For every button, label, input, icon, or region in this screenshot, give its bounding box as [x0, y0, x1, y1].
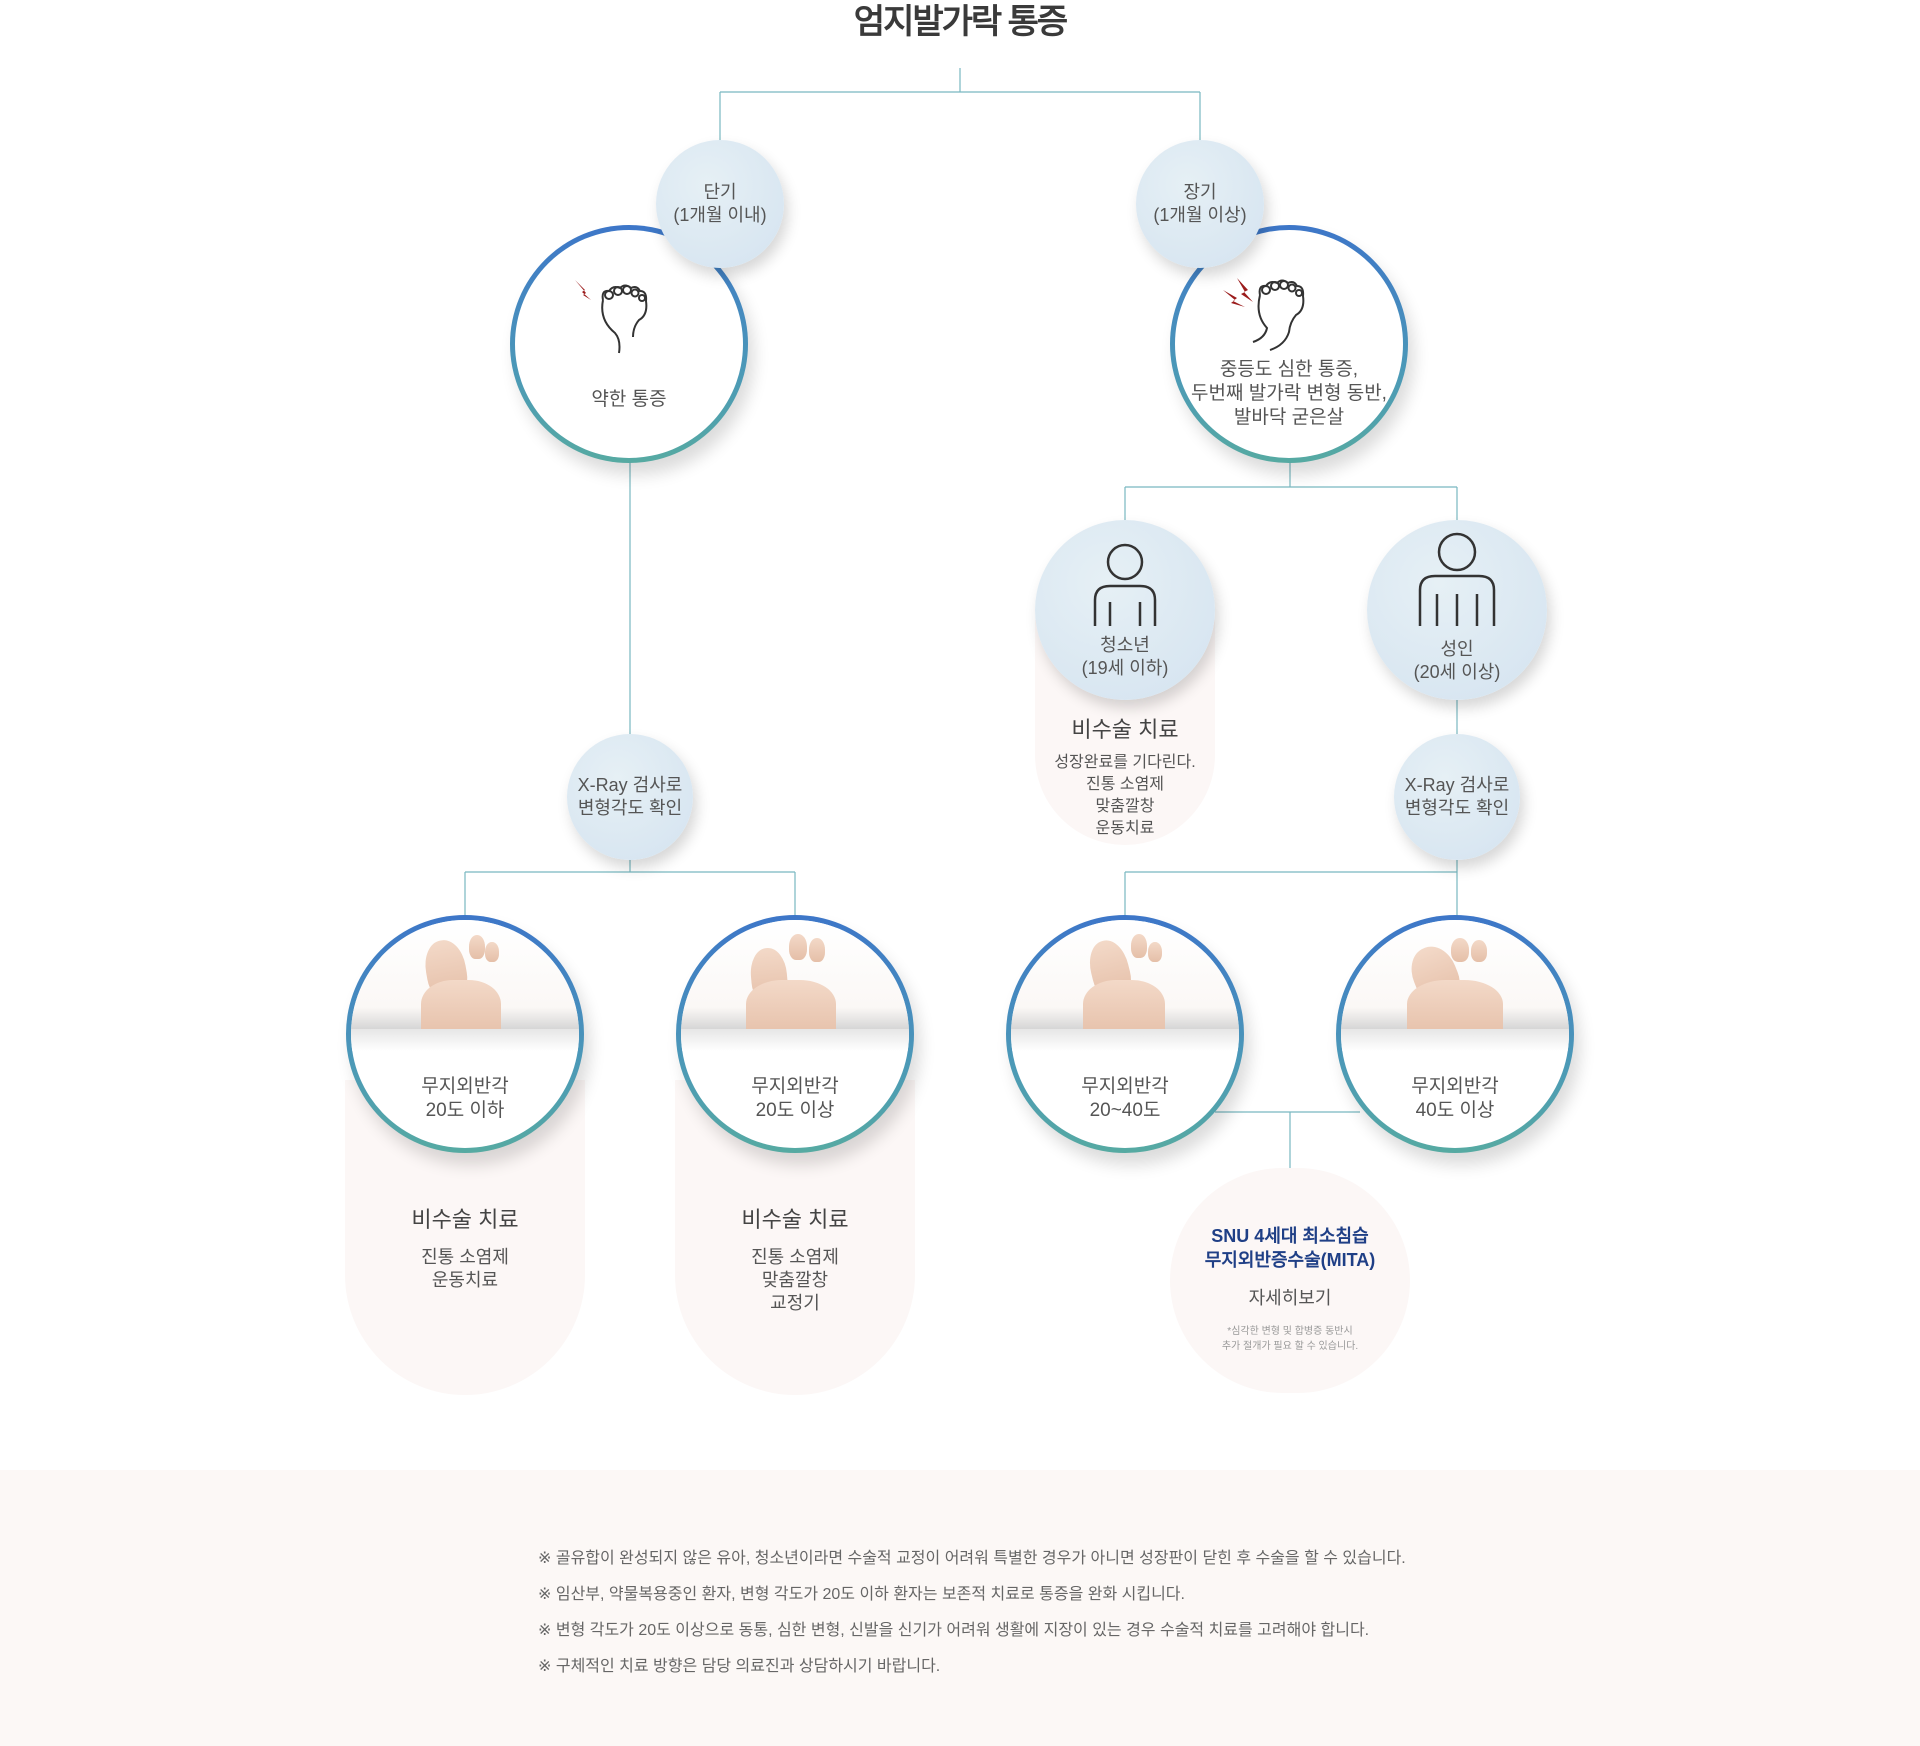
short-term-period: (1개월 이내): [673, 205, 767, 225]
connector-lines: [464, 68, 1458, 1168]
person-icon: [1415, 530, 1499, 630]
treatment-list-2: 진통 소염제 맞춤깔창 교정기: [675, 1246, 915, 1315]
angle-label: 무지외반각 40도 이상: [1341, 1075, 1569, 1123]
page-title: 엄지발가락 통증: [853, 3, 1068, 41]
treatment-item: 맞춤깔창: [761, 1270, 829, 1290]
xray-label: X-Ray 검사로: [577, 775, 683, 795]
angle-value: 20도 이상: [755, 1100, 835, 1121]
treatment-item: 운동치료: [431, 1270, 499, 1290]
angle-title: 무지외반각: [421, 1076, 509, 1097]
adult-age: (20세 이상): [1413, 662, 1501, 682]
long-term-label: 장기: [1183, 182, 1217, 202]
teen-treatment-title: 비수술 치료: [1071, 717, 1179, 742]
adult-bubble: 성인 (20세 이상): [1367, 520, 1547, 700]
xray-left-bubble: X-Ray 검사로 변형각도 확인: [567, 734, 693, 860]
treatment-title-1: 비수술 치료: [411, 1207, 519, 1232]
severe-pain-circle: 중등도 심한 통증, 두번째 발가락 변형 동반, 발바닥 굳은살: [1170, 225, 1408, 463]
angle-title: 무지외반각: [1411, 1076, 1499, 1097]
surgery-info: SNU 4세대 최소침습 무지외반증수술(MITA) 자세히보기 *심각한 변형…: [1170, 1224, 1410, 1354]
teen-bubble: 청소년 (19세 이하): [1035, 520, 1215, 700]
treatment-item: 맞춤깔창: [1095, 798, 1155, 815]
angle-circle-1: 무지외반각 20도 이하: [346, 915, 584, 1153]
foot-photo: [681, 920, 909, 1040]
severe-pain-line: 발바닥 굳은살: [1233, 407, 1345, 428]
notes-section: ※ 골유합이 완성되지 않은 유아, 청소년이라면 수술적 교정이 어려워 특별…: [0, 1470, 1920, 1746]
person-icon: [1090, 540, 1160, 630]
treatment-title-2: 비수술 치료: [741, 1207, 849, 1232]
surgery-note: 추가 절개가 필요 할 수 있습니다.: [1221, 1341, 1359, 1352]
severe-pain-line: 중등도 심한 통증,: [1219, 359, 1359, 380]
details-link[interactable]: 자세히보기: [1248, 1288, 1332, 1308]
foot-photo: [1341, 920, 1569, 1040]
note-item: ※ 골유합이 완성되지 않은 유아, 청소년이라면 수술적 교정이 어려워 특별…: [538, 1550, 1406, 1567]
teen-age: (19세 이하): [1081, 658, 1169, 678]
surgery-panel: [1170, 1168, 1410, 1393]
treatment-list-1: 진통 소염제 운동치료: [345, 1246, 585, 1292]
adult-label: 성인: [1440, 639, 1474, 659]
teen-treatment-list: 성장완료를 기다린다. 진통 소염제 맞춤깔창 운동치료: [1035, 752, 1215, 840]
severe-pain-label: 중등도 심한 통증, 두번째 발가락 변형 동반, 발바닥 굳은살: [1175, 358, 1403, 430]
angle-circle-2: 무지외반각 20도 이상: [676, 915, 914, 1153]
foot-photo: [1011, 920, 1239, 1040]
treatment-item: 진통 소염제: [751, 1247, 839, 1267]
angle-value: 40도 이상: [1415, 1100, 1495, 1121]
treatment-item: 진통 소염제: [421, 1247, 509, 1267]
teen-label: 청소년: [1100, 635, 1150, 655]
note-item: ※ 구체적인 치료 방향은 담당 의료진과 상담하시기 바랍니다.: [538, 1658, 941, 1675]
angle-value: 20~40도: [1089, 1100, 1161, 1121]
angle-title: 무지외반각: [751, 1076, 839, 1097]
xray-label: 변형각도 확인: [1404, 798, 1510, 818]
angle-circle-4: 무지외반각 40도 이상: [1336, 915, 1574, 1153]
treatment-item: 운동치료: [1095, 820, 1155, 837]
treatment-item: 진통 소염제: [1085, 776, 1165, 793]
surgery-title: 무지외반증수술(MITA): [1204, 1250, 1376, 1270]
note-item: ※ 임산부, 약물복용중인 환자, 변형 각도가 20도 이하 환자는 보존적 …: [538, 1586, 1185, 1603]
surgery-note: *심각한 변형 및 합병증 동반시: [1227, 1326, 1353, 1337]
mild-pain-label: 약한 통증: [591, 389, 667, 410]
mild-pain-circle: 약한 통증: [510, 225, 748, 463]
treatment-item: 교정기: [770, 1293, 820, 1313]
treatment-item: 성장완료를 기다린다.: [1054, 754, 1196, 771]
xray-label: X-Ray 검사로: [1404, 775, 1510, 795]
angle-circle-3: 무지외반각 20~40도: [1006, 915, 1244, 1153]
foot-photo: [351, 920, 579, 1040]
note-item: ※ 변형 각도가 20도 이상으로 동통, 심한 변형, 신발을 신기가 어려워…: [538, 1622, 1370, 1639]
long-term-period: (1개월 이상): [1153, 205, 1247, 225]
angle-label: 무지외반각 20~40도: [1011, 1075, 1239, 1123]
angle-label: 무지외반각 20도 이하: [351, 1075, 579, 1123]
foot-pain-icon: [1215, 270, 1335, 370]
xray-right-bubble: X-Ray 검사로 변형각도 확인: [1394, 734, 1520, 860]
severe-pain-line: 두번째 발가락 변형 동반,: [1191, 383, 1387, 404]
surgery-title: SNU 4세대 최소침습: [1211, 1226, 1369, 1246]
short-term-label: 단기: [703, 182, 737, 202]
xray-label: 변형각도 확인: [577, 798, 683, 818]
long-term-bubble: 장기 (1개월 이상): [1136, 140, 1264, 268]
angle-title: 무지외반각: [1081, 1076, 1169, 1097]
angle-value: 20도 이하: [425, 1100, 505, 1121]
angle-label: 무지외반각 20도 이상: [681, 1075, 909, 1123]
foot-pain-icon: [565, 275, 675, 375]
short-term-bubble: 단기 (1개월 이내): [656, 140, 784, 268]
